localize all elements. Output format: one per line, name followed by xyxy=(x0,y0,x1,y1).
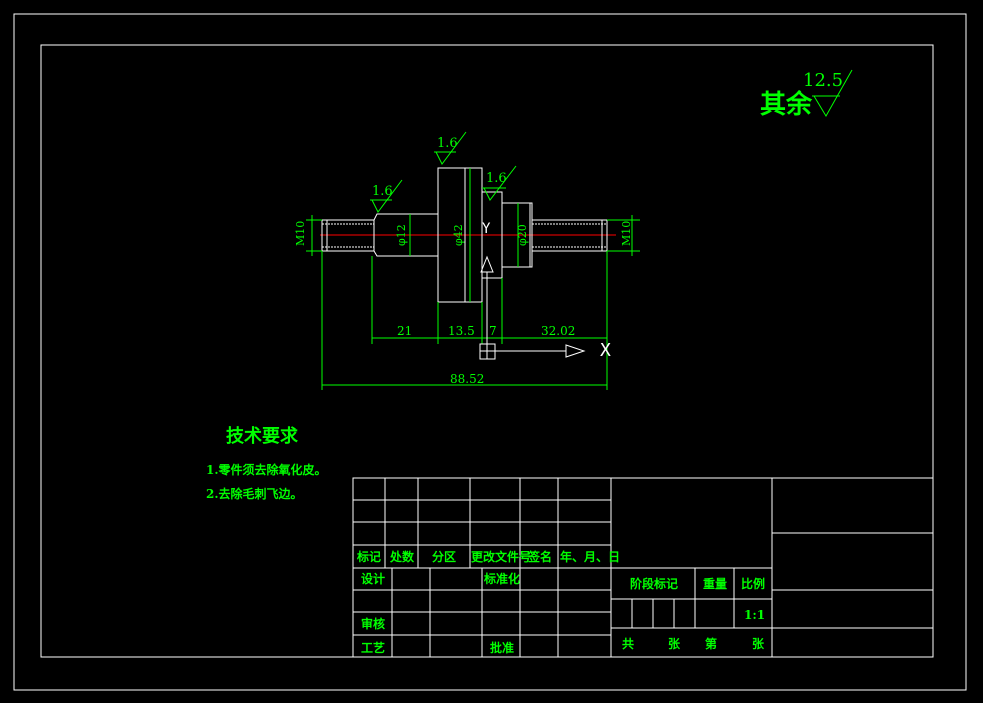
sheet-no-label: 第 xyxy=(705,637,718,651)
ucs-y-label: Y xyxy=(482,221,491,237)
diameter-label: φ42 xyxy=(452,224,465,246)
roughness-mark: 1.6 xyxy=(372,184,393,199)
tech-requirement-item: 2.去除毛刺飞边。 xyxy=(206,487,303,501)
sheet-total-label: 共 xyxy=(622,637,635,651)
revision-header: 更改文件号 xyxy=(471,550,532,564)
title-block-grid xyxy=(352,477,934,658)
standardize-label: 标准化 xyxy=(484,572,521,586)
review-label: 审核 xyxy=(361,617,386,631)
tech-requirement-item: 1.零件须去除氧化皮。 xyxy=(206,463,327,477)
scale-value: 1:1 xyxy=(744,608,766,622)
ucs-x-label: X xyxy=(600,340,611,361)
design-label: 设计 xyxy=(361,572,386,586)
process-label: 工艺 xyxy=(361,641,386,655)
diameter-label: φ12 xyxy=(395,224,408,246)
revision-header: 分区 xyxy=(432,550,457,564)
revision-header: 标记 xyxy=(357,550,382,564)
roughness-mark: 1.6 xyxy=(437,136,458,151)
weight-label: 重量 xyxy=(703,577,728,591)
sheet-unit: 张 xyxy=(752,637,765,651)
other-roughness-label: 其余 xyxy=(760,90,813,120)
stage-mark-label: 阶段标记 xyxy=(630,577,679,591)
diameter-label: φ20 xyxy=(516,224,529,246)
revision-header: 签名 xyxy=(528,550,553,564)
dimension-lines xyxy=(306,168,640,390)
shaft-outline xyxy=(321,167,608,303)
other-roughness-value: 12.5 xyxy=(803,70,844,91)
length-dim: 7 xyxy=(489,324,497,338)
length-dim: 32.02 xyxy=(541,324,576,338)
tech-requirements-title: 技术要求 xyxy=(226,426,298,447)
revision-header: 年、月、日 xyxy=(560,550,621,564)
sheet-unit: 张 xyxy=(668,637,681,651)
length-dim: 88.52 xyxy=(450,372,485,386)
length-dim: 13.5 xyxy=(448,324,475,338)
roughness-mark: 1.6 xyxy=(486,171,507,186)
length-dim: 21 xyxy=(397,324,413,338)
ucs-icon xyxy=(479,255,586,360)
roughness-symbols xyxy=(370,69,853,213)
diameter-label: M10 xyxy=(294,220,307,246)
revision-header: 处数 xyxy=(390,550,415,564)
diameter-label: M10 xyxy=(620,220,633,246)
approve-label: 批准 xyxy=(490,641,515,655)
scale-label: 比例 xyxy=(741,577,766,591)
outer-frame xyxy=(13,13,967,691)
